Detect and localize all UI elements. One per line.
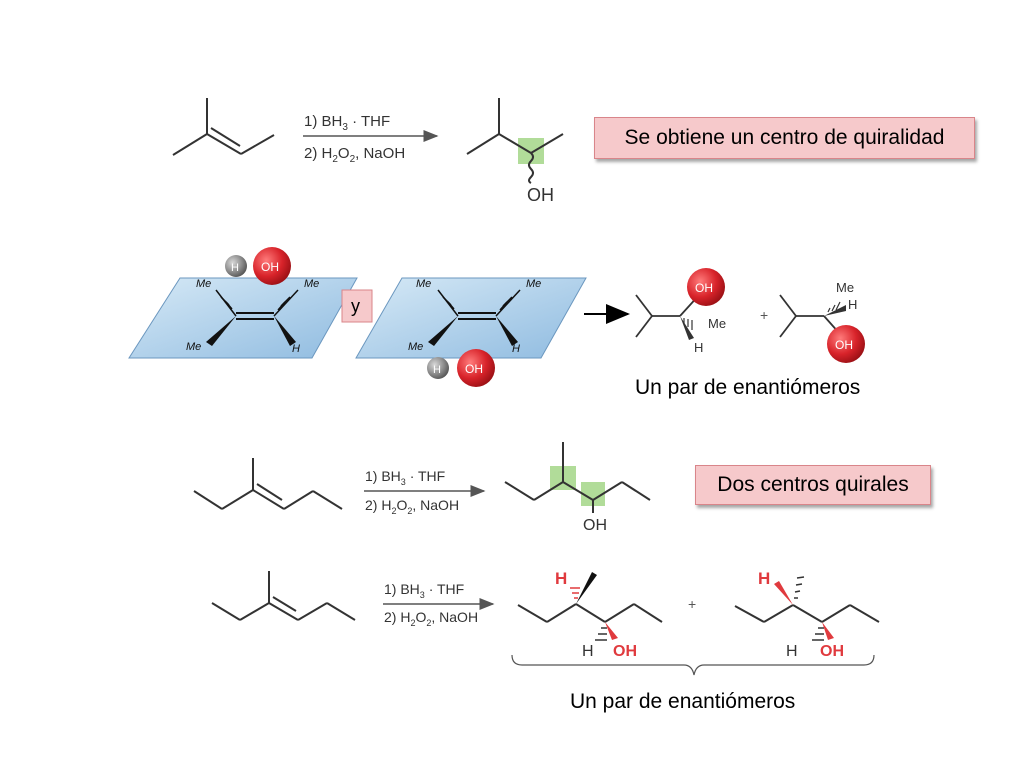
me-label: Me [526,278,541,290]
h-label: H [758,569,770,588]
reagents-1: 1) BH3 · THF 2) H2O2, NaOH [303,113,439,165]
callout-chiral-center: Se obtiene un centro de quiralidad [594,117,975,159]
conjunction-box: y [341,289,373,323]
h-label: H [582,643,594,660]
plus-sign: + [688,596,696,612]
me-label: Me [196,278,211,290]
reagent-step-1: 1) BH3 · THF [304,113,390,133]
product-alcohol-1: OH [466,98,564,205]
reagent-step-2: 2) H2O2, NaOH [365,497,459,516]
reagent-step-1: 1) BH3 · THF [365,468,445,487]
enantiomer-c: H H OH [517,569,663,660]
h-label: H [786,643,798,660]
reagent-step-2: 2) H2O2, NaOH [384,609,478,628]
reaction-4: 1) BH3 · THF 2) H2O2, NaOH H [211,569,880,676]
plus-sign: + [760,307,768,323]
oh-label: OH [695,281,713,295]
h-label: H [848,297,857,312]
planar-alkene-bottom-attack: Me Me Me H [355,277,587,359]
reagent-step-2: 2) H2O2, NaOH [304,145,405,165]
h-label: H [555,569,567,588]
mechanism-row: Me Me Me H H OH y [128,247,865,387]
h-label: H [512,343,520,355]
enantiomer-d: H H OH [734,569,880,660]
oh-label: OH [835,338,853,352]
oh-group: OH [527,185,554,205]
oh-group: OH [583,517,607,534]
me-label: Me [836,280,854,295]
reagents-4: 1) BH3 · THF 2) H2O2, NaOH [383,581,495,628]
borane-reagent-bottom: H OH [427,349,495,387]
product-alcohol-3: OH [504,442,651,534]
reaction-3: 1) BH3 · THF 2) H2O2, NaOH OH [193,442,651,534]
caption-enantiomers-2: Un par de enantiómeros [570,690,796,713]
alkene-3-methyl-3-hexene [211,571,356,621]
alkene-2-methyl-2-butene [172,98,275,156]
me-label: Me [186,341,201,353]
oh-label: OH [613,643,637,660]
oh-label: OH [820,643,844,660]
me-label: Me [304,278,319,290]
h-label: H [231,262,239,274]
reagent-step-1: 1) BH3 · THF [384,581,464,600]
oh-label: OH [261,260,279,274]
planar-alkene-top-attack: Me Me Me H [128,277,358,359]
me-label: Me [416,278,431,290]
alkene-3-methyl-3-hexene [193,458,343,510]
callout-chiral-center-text: Se obtiene un centro de quiralidad [624,126,945,149]
h-label: H [694,340,703,355]
borane-reagent-top: H OH [225,247,291,285]
me-label: Me [408,341,423,353]
me-label: Me [708,316,726,331]
enantiomer-b: Me H OH [779,280,865,363]
oh-label: OH [465,362,483,376]
callout-two-centers-text: Dos centros quirales [717,473,909,496]
callout-two-centers: Dos centros quirales [695,465,931,505]
enantiomer-brace [511,654,875,676]
caption-enantiomers-1: Un par de enantiómeros [635,376,861,399]
reaction-1: 1) BH3 · THF 2) H2O2, NaOH OH [172,98,564,205]
reagents-3: 1) BH3 · THF 2) H2O2, NaOH [364,468,486,516]
enantiomer-a: OH Me H [635,268,726,355]
h-label: H [292,343,300,355]
conjunction-label: y [351,296,360,316]
h-label: H [433,364,441,376]
